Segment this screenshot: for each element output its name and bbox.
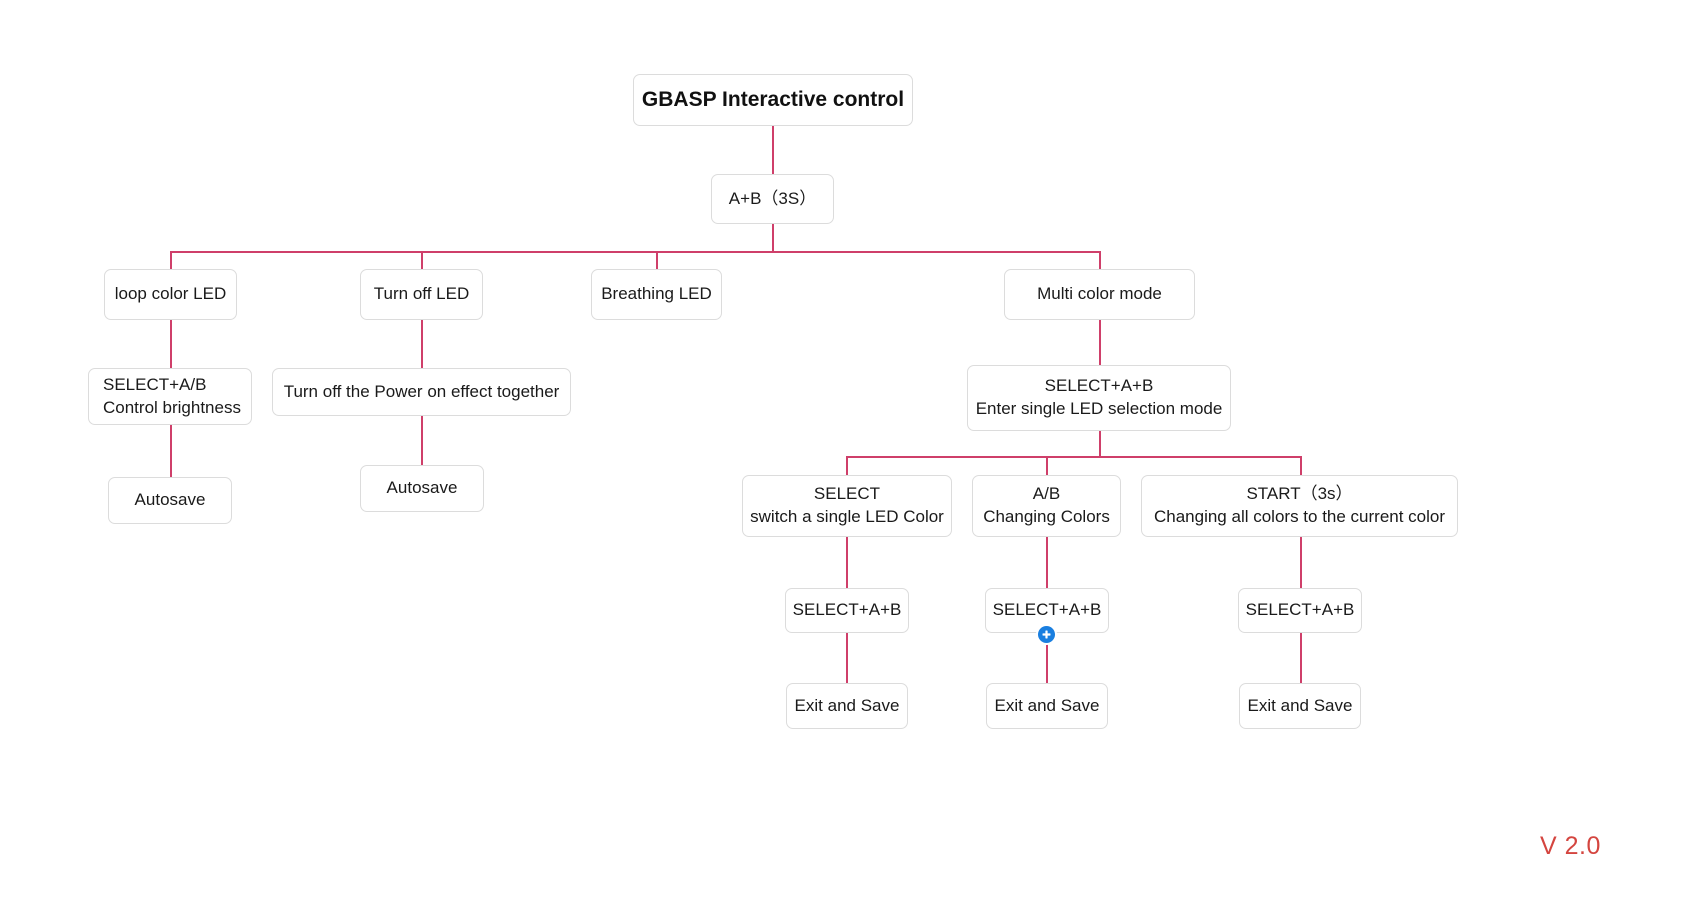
node-select-combo-a[interactable]: SELECT+A+B <box>785 588 909 633</box>
node-select-combo-c-label: SELECT+A+B <box>1245 600 1355 620</box>
connector-bus-to-ab <box>1046 456 1048 475</box>
node-root-label: GBASP Interactive control <box>641 87 905 111</box>
node-mode-multi-label: Multi color mode <box>1037 284 1162 304</box>
node-loop-action-line2: Control brightness <box>103 397 241 417</box>
connector-loopaction-to-autosave <box>170 425 172 477</box>
node-multi-start-line2: Changing all colors to the current color <box>1153 507 1446 526</box>
node-mode-multi-color[interactable]: Multi color mode <box>1004 269 1195 320</box>
node-turnoff-action-label: Turn off the Power on effect together <box>283 381 560 401</box>
node-trigger[interactable]: A+B（3S） <box>711 174 834 224</box>
node-loop-control-brightness[interactable]: SELECT+A/B Control brightness <box>88 368 252 425</box>
node-exit-and-save-c[interactable]: Exit and Save <box>1239 683 1361 729</box>
connector-bus-to-multi <box>1099 251 1101 269</box>
node-turnoff-autosave-label: Autosave <box>386 478 458 498</box>
node-multi-select-line2: switch a single LED Color <box>750 507 944 526</box>
connector-turnoff-to-action <box>421 320 423 368</box>
node-exit-and-save-a[interactable]: Exit and Save <box>786 683 908 729</box>
plus-circle-icon[interactable] <box>1038 626 1055 643</box>
node-exit-save-c-label: Exit and Save <box>1247 695 1353 715</box>
node-multi-start-line1: START（3s） <box>1246 484 1353 504</box>
node-mode-breathing-led[interactable]: Breathing LED <box>591 269 722 320</box>
node-loop-autosave-label: Autosave <box>134 490 206 510</box>
node-mode-loop-color-led[interactable]: loop color LED <box>104 269 237 320</box>
node-turn-off-power-on-effect[interactable]: Turn off the Power on effect together <box>272 368 571 416</box>
connector-select-to-combo <box>846 537 848 588</box>
node-multi-ab-line1: A/B <box>1032 484 1061 504</box>
node-select-switch-single-led[interactable]: SELECT switch a single LED Color <box>742 475 952 537</box>
node-mode-breathing-label: Breathing LED <box>601 284 712 304</box>
node-exit-and-save-b[interactable]: Exit and Save <box>986 683 1108 729</box>
node-exit-save-b-label: Exit and Save <box>994 695 1100 715</box>
connector-level4-bus <box>846 456 1302 458</box>
connector-bus-to-start <box>1300 456 1302 475</box>
node-loop-autosave[interactable]: Autosave <box>108 477 232 524</box>
connector-ab-to-combo <box>1046 537 1048 588</box>
version-label: V 2.0 <box>1540 832 1601 860</box>
node-select-combo-c[interactable]: SELECT+A+B <box>1238 588 1362 633</box>
node-select-combo-b[interactable]: SELECT+A+B <box>985 588 1109 633</box>
node-trigger-label: A+B（3S） <box>728 188 817 208</box>
node-mode-loop-label: loop color LED <box>114 284 227 304</box>
connector-bus-to-breathing <box>656 251 658 269</box>
connector-comboA-to-exit <box>846 633 848 683</box>
node-mode-turn-off-led[interactable]: Turn off LED <box>360 269 483 320</box>
node-select-combo-b-label: SELECT+A+B <box>992 600 1102 620</box>
connector-enter-down <box>1099 431 1101 457</box>
connector-bus-to-turnoff <box>421 251 423 269</box>
connector-comboC-to-exit <box>1300 633 1302 683</box>
connector-trigger-down <box>772 224 774 252</box>
node-enter-single-led-selection[interactable]: SELECT+A+B Enter single LED selection mo… <box>967 365 1231 431</box>
connector-bus-to-select <box>846 456 848 475</box>
node-root[interactable]: GBASP Interactive control <box>633 74 913 126</box>
node-exit-save-a-label: Exit and Save <box>794 695 900 715</box>
connector-start-to-combo <box>1300 537 1302 588</box>
node-multi-enter-line2: Enter single LED selection mode <box>975 399 1223 418</box>
node-mode-turnoff-label: Turn off LED <box>373 284 470 304</box>
node-select-combo-a-label: SELECT+A+B <box>792 600 902 620</box>
connector-loop-to-action <box>170 320 172 368</box>
node-loop-action-line1: SELECT+A/B <box>103 374 207 394</box>
node-ab-changing-colors[interactable]: A/B Changing Colors <box>972 475 1121 537</box>
node-multi-select-line1: SELECT <box>813 484 881 504</box>
connector-turnoffaction-to-autosave <box>421 416 423 465</box>
connector-multi-to-enter <box>1099 320 1101 365</box>
connector-comboB-to-exit <box>1046 633 1048 683</box>
connector-root-to-trigger <box>772 126 774 174</box>
connector-bus-to-loop <box>170 251 172 269</box>
node-multi-ab-line2: Changing Colors <box>983 507 1110 526</box>
connector-level2-bus <box>170 251 1101 253</box>
node-turnoff-autosave[interactable]: Autosave <box>360 465 484 512</box>
node-start-changing-all-colors[interactable]: START（3s） Changing all colors to the cur… <box>1141 475 1458 537</box>
node-multi-enter-line1: SELECT+A+B <box>1044 376 1154 396</box>
